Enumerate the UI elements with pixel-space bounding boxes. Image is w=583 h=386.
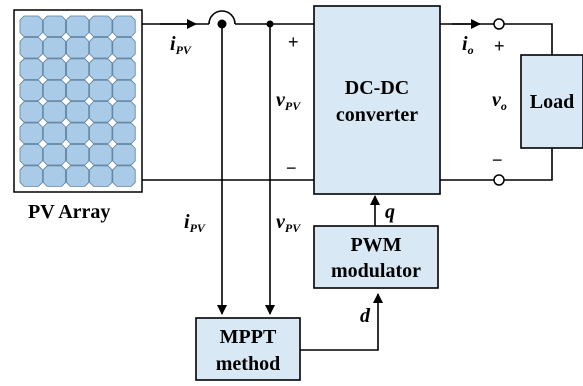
pv-cell <box>66 101 90 123</box>
pv-cell <box>42 37 66 59</box>
vo-label: vo <box>492 89 507 113</box>
pv-cell <box>19 79 43 102</box>
converter-label-line1: DC-DC <box>345 77 409 99</box>
pv-cell <box>112 165 136 187</box>
load-block <box>520 54 583 149</box>
wiring <box>142 10 553 351</box>
mppt-label-line1: MPPT <box>220 326 277 348</box>
pwm-modulator-block <box>313 225 439 289</box>
pv-array-label: PV Array <box>28 201 110 223</box>
pv-cell <box>19 15 43 37</box>
pv-cell <box>19 37 43 59</box>
pv-cell <box>66 143 90 166</box>
pv-cell <box>89 122 113 145</box>
pv-cell <box>89 37 113 59</box>
ipv-top-label: iPV <box>170 33 192 57</box>
vpv-sense-label: vPV <box>276 211 301 235</box>
pv-cell <box>19 122 43 145</box>
pv-cell <box>66 15 90 37</box>
output-terminal-top <box>493 18 505 30</box>
converter-label-line2: converter <box>336 104 418 126</box>
voltage-sense-node <box>266 20 274 28</box>
pv-cell <box>112 79 136 102</box>
pv-cell <box>42 58 66 80</box>
pv-cell <box>89 101 113 123</box>
pv-cell <box>66 165 90 187</box>
input-minus-sign: − <box>286 158 297 178</box>
pv-cell <box>112 37 136 59</box>
pv-cell <box>19 143 43 166</box>
load-bottom-wire <box>504 148 553 181</box>
current-sensor-node <box>217 19 227 29</box>
pv-cell <box>112 58 136 80</box>
pv-cell <box>112 122 136 145</box>
pv-cell <box>19 58 43 80</box>
pv-cell <box>42 165 66 187</box>
pv-cell <box>89 79 113 102</box>
pv-cell-grid <box>19 15 136 187</box>
pv-cell <box>42 143 66 166</box>
output-terminal-bottom <box>493 174 505 186</box>
pv-cell <box>89 15 113 37</box>
output-plus-sign: + <box>494 36 505 56</box>
pv-cell <box>89 143 113 166</box>
pwm-label-line2: modulator <box>331 260 421 282</box>
pwm-label-line1: PWM <box>350 234 401 256</box>
pv-cell <box>112 101 136 123</box>
load-top-wire <box>504 23 553 55</box>
pv-cell <box>66 122 90 145</box>
pv-cell <box>42 79 66 102</box>
pv-cell <box>112 143 136 166</box>
vpv-converter-label: vPV <box>276 89 301 113</box>
pv-cell <box>19 101 43 123</box>
dc-dc-converter-block <box>313 5 441 195</box>
d-signal-wire <box>300 293 383 351</box>
ipv-sense-label: iPV <box>184 211 206 235</box>
pv-cell <box>89 58 113 80</box>
pv-cell <box>89 165 113 187</box>
pv-cell <box>112 15 136 37</box>
pv-cell <box>66 58 90 80</box>
current-sensor-arc <box>208 10 236 25</box>
pv-cell <box>42 122 66 145</box>
output-minus-sign: − <box>492 150 503 170</box>
pv-cell <box>66 79 90 102</box>
pv-cell <box>42 15 66 37</box>
load-label: Load <box>530 91 574 113</box>
io-label: io <box>462 33 474 57</box>
mppt-label-line2: method <box>216 353 280 375</box>
d-label: d <box>360 305 371 327</box>
pv-cell <box>42 101 66 123</box>
pv-array-panel <box>13 9 143 193</box>
input-plus-sign: + <box>288 32 299 52</box>
pv-cell <box>19 165 43 187</box>
mppt-method-block <box>195 317 301 381</box>
pv-cell <box>66 37 90 59</box>
q-label: q <box>385 201 395 223</box>
